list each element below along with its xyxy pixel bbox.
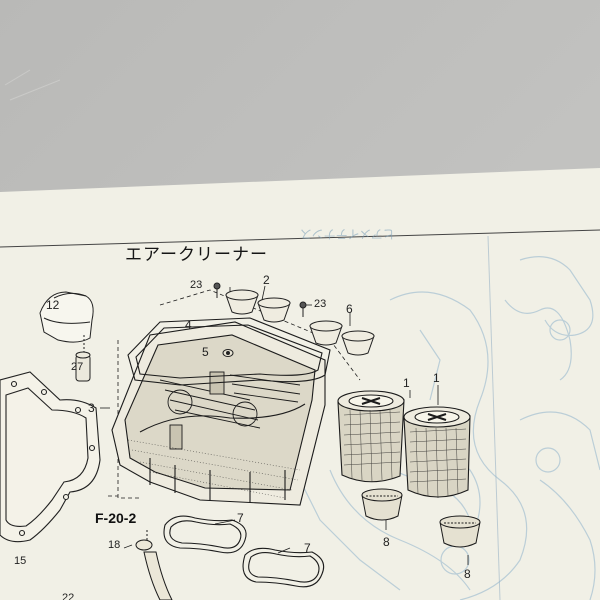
part-12-cap	[39, 291, 94, 343]
callout-7-upper: 7	[237, 511, 244, 525]
callout-1-right: 1	[433, 371, 440, 385]
callout-12: 12	[46, 298, 60, 312]
frame-divider-line	[487, 235, 501, 600]
bleed-through-heading: ヒアメイテナンス	[300, 227, 395, 241]
callout-5: 5	[202, 345, 209, 359]
figure-reference: F-20-2	[95, 510, 137, 526]
part-18-clip-and-hose	[135, 530, 173, 600]
callout-18: 18	[108, 539, 121, 551]
page-title: エアークリーナー	[125, 245, 268, 265]
callout-8-left: 8	[383, 535, 390, 549]
part-27-sleeve	[75, 335, 91, 382]
bleed-through-diagram	[299, 256, 600, 600]
frame-top-line	[0, 229, 600, 248]
part-3-housing	[111, 321, 326, 506]
part-1-filters	[337, 390, 471, 499]
part-7-seals	[163, 515, 325, 588]
part-15-cover	[0, 371, 101, 543]
callout-23-right: 23	[314, 298, 327, 310]
callout-3: 3	[88, 401, 95, 415]
reference-bracket	[108, 289, 361, 499]
callout-8-right: 8	[464, 567, 471, 581]
part-5-nut	[222, 349, 234, 357]
callout-6: 6	[346, 302, 353, 316]
callout-23-left: 23	[190, 279, 203, 291]
part-6-funnels	[309, 320, 375, 356]
part-4-gasket	[127, 317, 331, 386]
callout-1-left: 1	[403, 376, 410, 390]
callout-15: 15	[14, 555, 27, 567]
part-2-funnels	[225, 289, 291, 323]
callout-7-lower: 7	[304, 541, 311, 555]
part-23-screws	[213, 282, 307, 317]
callout-4: 4	[185, 318, 192, 332]
callout-27: 27	[71, 361, 84, 373]
part-8-clamps	[361, 488, 481, 548]
callout-cropped-bottom: 22	[62, 592, 75, 600]
callout-2: 2	[263, 273, 270, 287]
